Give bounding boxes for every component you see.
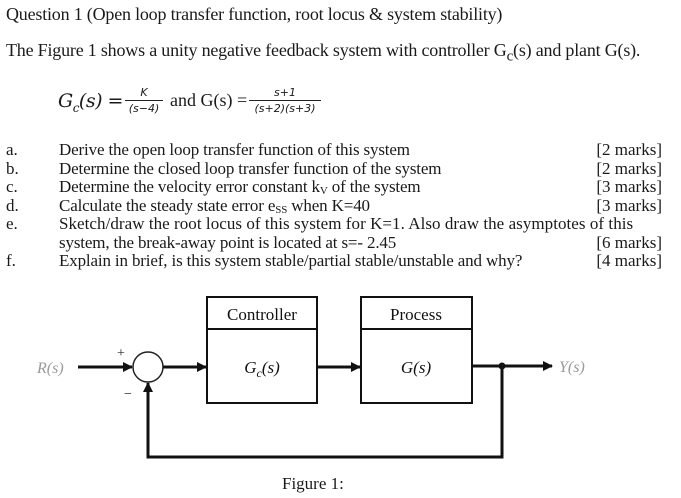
part-text: Determine the closed loop transfer funct… [59,158,442,178]
part-label: f. [6,251,16,270]
controller-tf-tail: (s) [262,358,280,377]
part-text: Derive the open loop transfer function o… [59,140,410,159]
summing-junction [132,351,164,383]
part-marks: [6 marks] [596,232,662,252]
part-marks: [2 marks] [596,158,662,178]
part-text-main: Calculate the steady state error e [59,195,276,215]
controller-box [206,296,318,404]
controller-tf-symbol: G [244,358,256,377]
plant-numerator: s+1 [274,86,296,99]
question-part-f: f. Explain in brief, is this system stab… [0,251,681,270]
controller-block: Controller Gc(s) [206,296,318,404]
gc-symbol: G [58,90,73,112]
question-part-a: a. Derive the open loop transfer functio… [0,140,681,159]
question-part-e-continued: system, the break-away point is located … [0,233,681,252]
intro-text: The Figure 1 shows a unity negative feed… [6,40,507,60]
part-text-tail: of the system [327,177,421,196]
plant-equation-label: and G(s) = [170,90,248,110]
minus-sign: − [124,387,132,402]
intro-tail: (s) and plant G(s). [513,40,641,60]
part-label: a. [6,140,18,159]
process-box [360,296,473,404]
part-text-subscript: SS [275,203,288,216]
part-marks: [4 marks] [596,251,662,270]
controller-denominator: (s−4) [125,100,163,115]
question-part-c: c. Determine the velocity error constant… [0,177,681,197]
process-header: Process [390,305,442,324]
part-label: b. [6,158,19,178]
controller-fraction: K (s−4) [125,86,163,115]
part-marks: [3 marks] [596,195,662,215]
intro-subscript: c [506,48,514,65]
question-part-b: b. Determine the closed loop transfer fu… [0,159,681,178]
question-part-d: d. Calculate the steady state error eSS … [0,195,681,216]
part-marks: [2 marks] [596,140,662,159]
part-label: c. [6,177,18,196]
figure-caption: Figure 1: [282,474,344,493]
controller-transfer-function: Gc(s) [244,358,280,380]
gc-tail: (s) = [78,90,124,112]
part-text-main: Determine the velocity error constant k [59,177,320,196]
part-text: system, the break-away point is located … [59,232,397,252]
part-marks: [3 marks] [596,177,662,196]
question-title: Question 1 (Open loop transfer function,… [6,4,503,24]
input-label-r: R(s) [36,360,64,377]
output-label-y: Y(s) [559,359,585,376]
controller-tf-subscript: c [257,366,263,380]
part-label: d. [6,195,19,215]
controller-equation-label: Gc(s) = [58,90,123,115]
part-text: Determine the velocity error constant kV… [59,177,421,197]
feedback-path [143,366,504,459]
part-text-subscript: V [319,185,328,197]
part-label: e. [6,214,18,233]
question-part-e: e. Sketch/draw the root locus of this sy… [0,214,681,233]
plus-sign: + [117,346,125,361]
controller-header: Controller [227,305,297,324]
part-text: Explain in brief, is this system stable/… [59,251,523,270]
plant-denominator: (s+2)(s+3) [249,100,321,115]
controller-numerator: K [140,86,148,99]
process-transfer-function: G(s) [401,358,432,377]
part-text-tail: when K=40 [287,195,370,215]
process-block: Process G(s) [360,296,473,404]
gc-subscript: c [72,100,80,115]
question-intro: The Figure 1 shows a unity negative feed… [6,40,640,66]
part-text: Calculate the steady state error eSS whe… [59,196,370,216]
plant-fraction: s+1 (s+2)(s+3) [249,86,321,115]
part-text: Sketch/draw the root locus of this syste… [59,214,634,233]
